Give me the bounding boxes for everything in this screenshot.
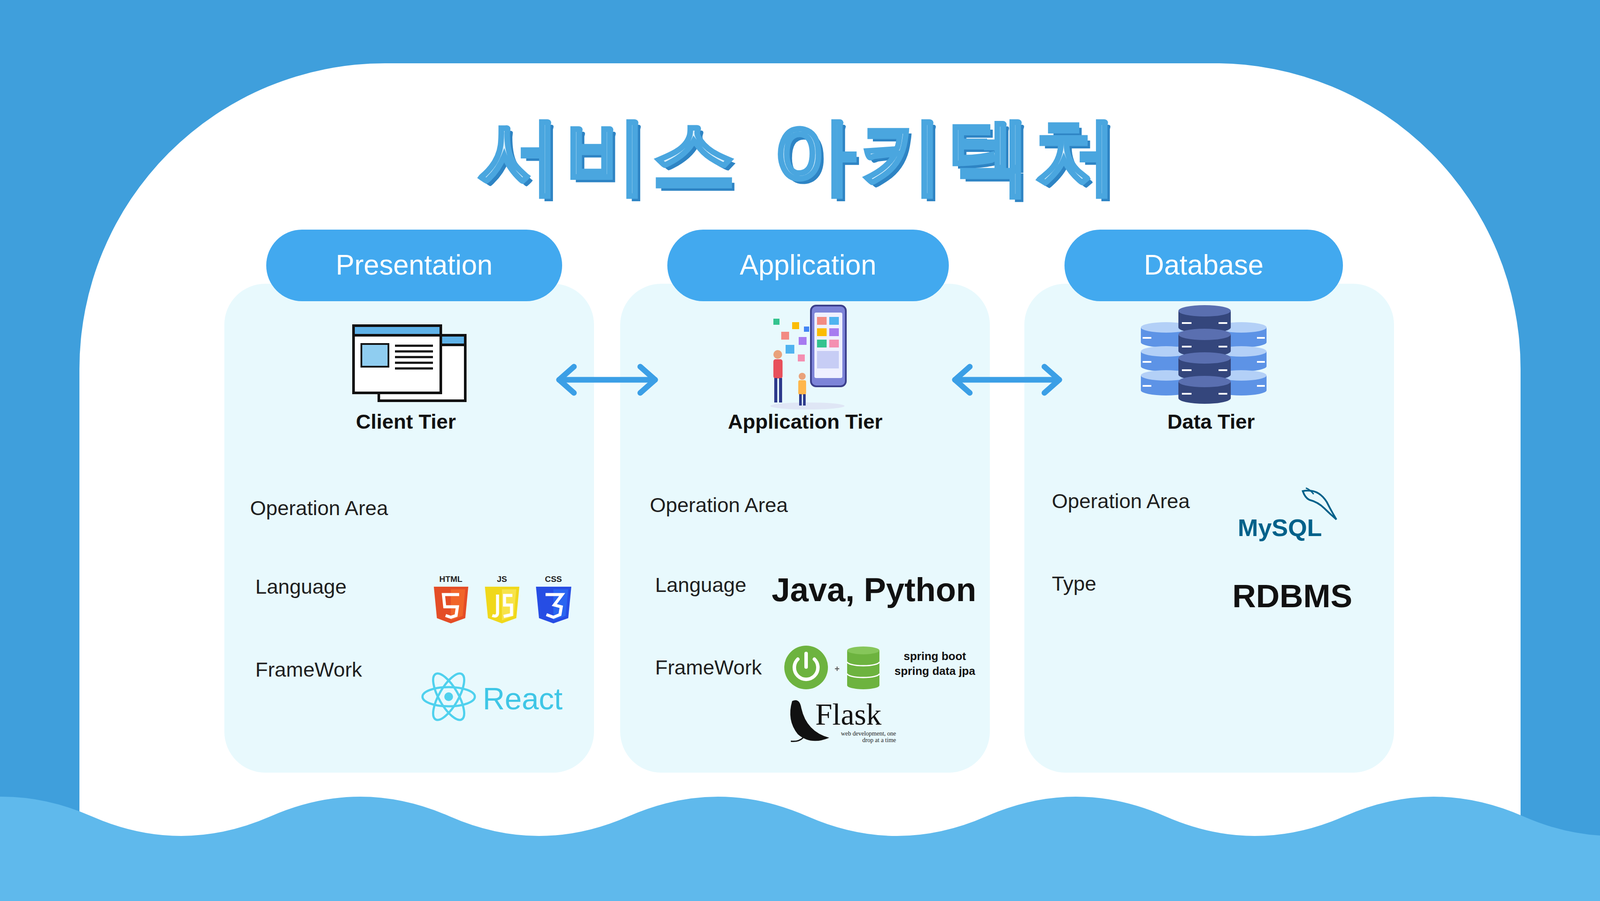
row-label: Operation Area	[250, 496, 388, 520]
tier-name: Data Tier	[1167, 409, 1255, 434]
database-logo-text: MySQL	[1237, 513, 1322, 542]
row-label: FrameWork	[255, 657, 363, 682]
logo-tagline: web development, one drop at a time	[837, 730, 897, 744]
framework-logo-text: Flask	[815, 696, 882, 733]
tier-header: Presentation	[266, 229, 563, 302]
type-value: RDBMS	[1232, 576, 1353, 615]
row-label: Operation Area	[1051, 489, 1190, 513]
language-value: Java, Python	[771, 570, 977, 609]
wave-band	[0, 796, 1600, 901]
tier-panel: ApplicationApplication TierOperation Are…	[620, 283, 990, 773]
row-label: Language	[655, 573, 747, 597]
framework-logo-text: React	[482, 681, 563, 717]
tier-header: Database	[1064, 229, 1343, 302]
tier-name: Application Tier	[727, 409, 883, 434]
framework-name: spring boot spring data jpa	[890, 648, 980, 679]
tier-name: Client Tier	[356, 409, 457, 434]
row-label: Language	[255, 574, 347, 599]
tier-panel: PresentationClient TierOperation AreaLan…	[224, 283, 594, 773]
tier-panel: DatabaseData TierOperation AreaMySQLType…	[1024, 283, 1394, 773]
logo-caption: JS	[496, 574, 507, 584]
logo-caption: HTML	[439, 574, 463, 584]
logo-caption: CSS	[544, 574, 562, 584]
row-label: FrameWork	[655, 655, 763, 680]
row-label: Type	[1051, 571, 1097, 596]
tier-header: Application	[667, 229, 949, 302]
diagram-title: 서비스 아키텍처	[0, 114, 1600, 198]
row-label: Operation Area	[649, 493, 788, 517]
